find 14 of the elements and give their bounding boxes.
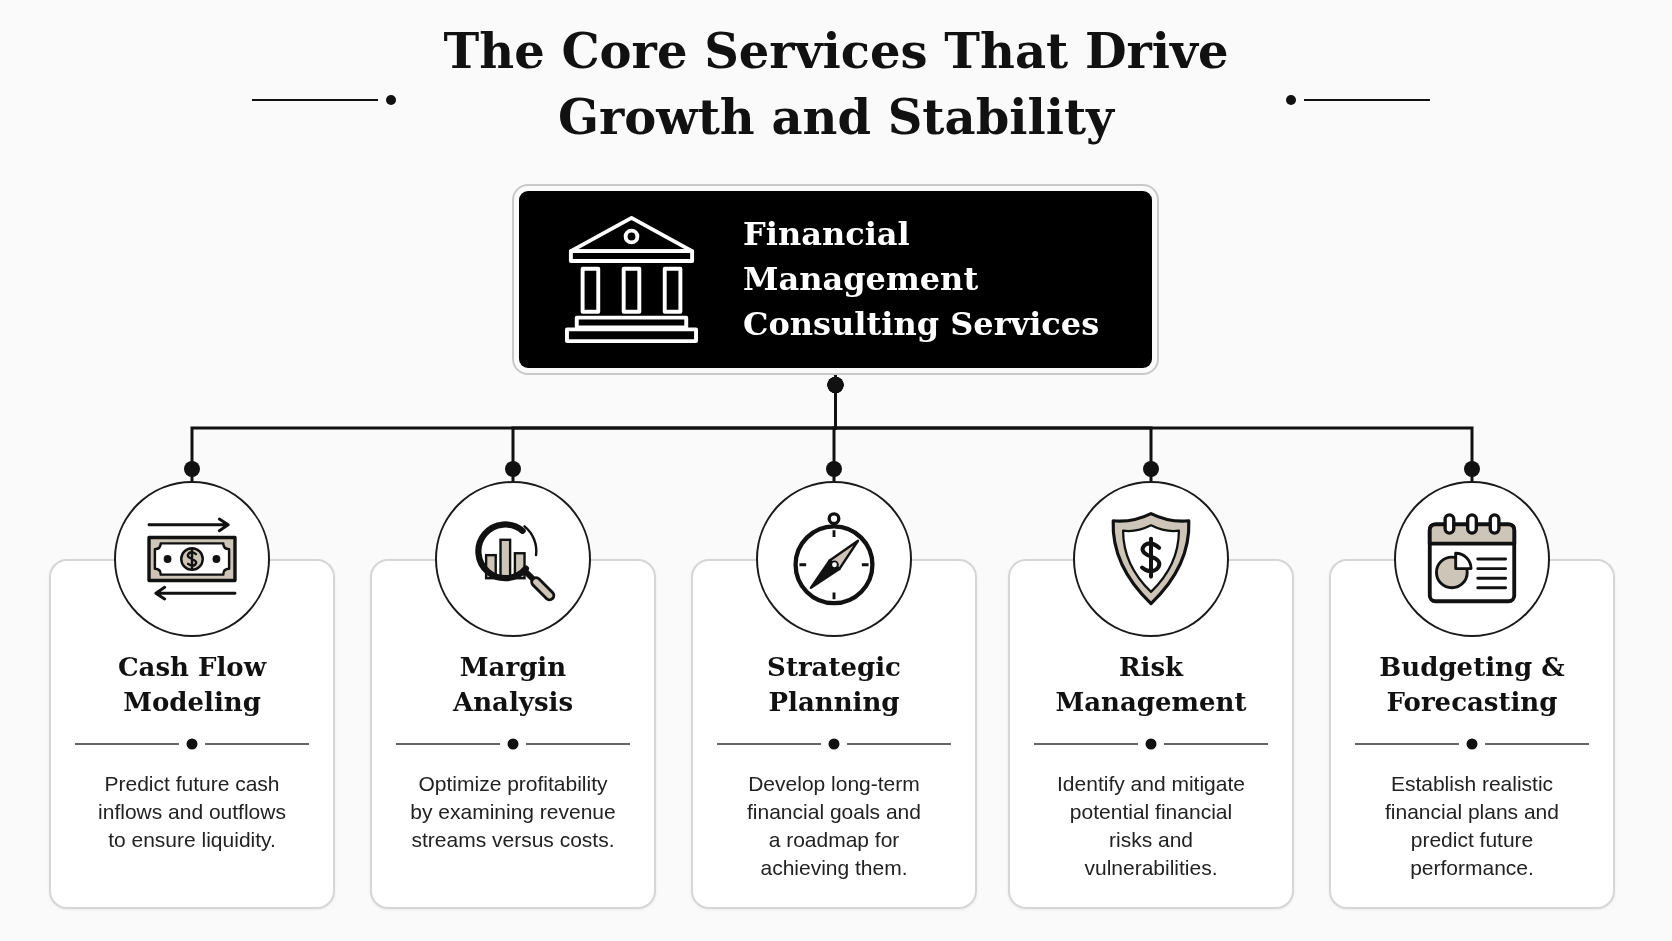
card-heading: Risk Management bbox=[1054, 651, 1248, 719]
header-title: Financial Management Consulting Services bbox=[743, 214, 1101, 345]
card-description: Develop long-term financial goals and a roadmap for achieving them. bbox=[746, 771, 922, 881]
card-description: Optimize profitability by examining revenue streams versus costs. bbox=[409, 771, 617, 853]
header-box bbox=[512, 184, 1159, 375]
card-heading: Cash Flow Modeling bbox=[116, 651, 268, 719]
card-heading: Strategic Planning bbox=[766, 651, 902, 719]
diagram-title: The Core Services That Drive Growth and Stability bbox=[442, 22, 1230, 147]
card-heading: Budgeting & Forecasting bbox=[1378, 651, 1566, 719]
card-description: Predict future cash inflows and outflows to ensure liquidity. bbox=[97, 771, 287, 853]
card-description: Identify and mitigate potential financial risks and vulnerabilities. bbox=[1056, 771, 1246, 881]
connector bbox=[827, 375, 1480, 481]
card-heading: Margin Analysis bbox=[451, 651, 575, 719]
card-description: Establish realistic financial plans and predict future performance. bbox=[1384, 771, 1560, 881]
